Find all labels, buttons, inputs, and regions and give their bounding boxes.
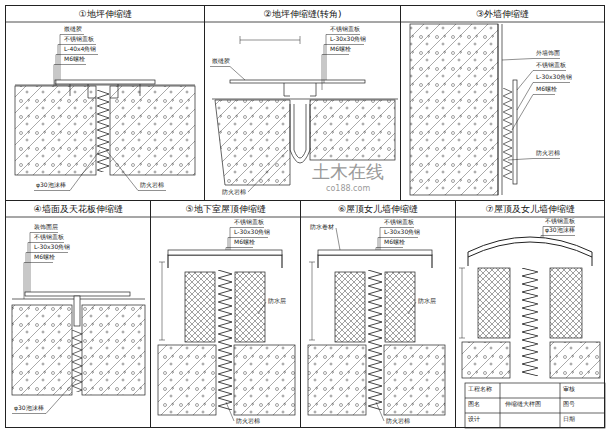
callout-label: 防火岩棉 (536, 150, 560, 157)
detail-panel: ①地坪伸缩缝 (5, 5, 205, 201)
watermark: co188.com (326, 184, 370, 193)
title-block-cell: 设计 (468, 416, 480, 423)
callout-label: 嵌缝胶 (212, 58, 230, 65)
callout-label: M6螺栓 (330, 46, 351, 53)
callout-label: M6螺栓 (234, 239, 255, 246)
title-block-cell: 审核 (563, 386, 575, 393)
callout-label: 装饰面层 (34, 224, 58, 231)
callout-label: 不锈钢盖板 (330, 26, 360, 33)
title-block-cell: 图号 (563, 401, 575, 408)
panel-heading: ⑥屋顶女儿墙伸缩缝 (301, 201, 455, 217)
callout-label: M6螺栓 (64, 56, 85, 63)
ceiling-joint-drawing (12, 233, 145, 414)
detail-panel: ④墙面及天花板伸缩缝 (5, 200, 151, 428)
callout-label: L-40x4角钢 (64, 46, 96, 53)
callout-label: M6螺栓 (384, 239, 405, 246)
callout-label: 嵌缝胶 (64, 26, 82, 33)
callout-label: M6螺栓 (34, 254, 55, 261)
callout-label: 防水层 (268, 298, 286, 305)
callout-label: 不锈钢盖板 (34, 234, 64, 241)
floor-joint-drawing (15, 35, 195, 191)
callout-label: φ30泡沫棒 (36, 182, 66, 189)
callout-label: L-30x30角钢 (234, 229, 270, 236)
title-block-cell: 伸缩缝大样图 (505, 401, 541, 408)
heading-band-lines (5, 22, 605, 217)
callout-label: 防水层 (418, 298, 436, 305)
detail-panel: ⑤地下室屋顶伸缩缝 (150, 200, 301, 428)
callout-label: 不锈钢盖板 (545, 218, 575, 225)
callout-label: φ30泡沫棒 (14, 405, 44, 412)
callout-label: 防火岩棉 (386, 418, 410, 425)
callout-label: 防火岩棉 (140, 182, 164, 189)
corner-joint-drawing (210, 35, 398, 193)
basement-roof-joint-drawing (158, 228, 295, 422)
wall-joint-drawing (410, 24, 570, 195)
callout-label: 防水卷材 (310, 224, 334, 231)
callout-label: L-30x30角钢 (384, 229, 420, 236)
callout-label: 不锈钢盖板 (64, 36, 94, 43)
panel-heading: ③外墙伸缩缝 (401, 6, 604, 22)
callout-label: 不锈钢盖板 (536, 62, 566, 69)
callout-label: L-30x30角钢 (34, 244, 70, 251)
panel-heading: ⑦屋顶及女儿墙伸缩缝 (456, 201, 604, 217)
title-block-cell: 日期 (563, 416, 575, 423)
detail-panel: ③外墙伸缩缝 (400, 5, 605, 201)
parapet-joint-drawing (308, 228, 445, 422)
title-block-cell: 工程名称 (468, 386, 492, 393)
callout-label: φ30泡沫棒 (545, 227, 575, 234)
callout-label: 防火岩棉 (236, 418, 260, 425)
panel-heading: ④墙面及天花板伸缩缝 (6, 201, 150, 217)
roof-parapet-joint-drawing (459, 227, 600, 379)
callout-label: L-30x30角钢 (536, 74, 572, 81)
callout-label: 防火岩棉 (222, 189, 246, 196)
detail-panel: ⑥屋顶女儿墙伸缩缝 (300, 200, 456, 428)
title-block (465, 383, 605, 428)
title-block-cell: 图名 (468, 401, 480, 408)
panel-heading: ①地坪伸缩缝 (6, 6, 204, 22)
callout-label: 不锈钢盖板 (384, 219, 414, 226)
callout-label: 不锈钢盖板 (234, 219, 264, 226)
watermark: 土木在线 (312, 162, 384, 183)
panel-heading: ②地坪伸缩缝(转角) (205, 6, 400, 22)
callout-label: M6螺栓 (536, 86, 557, 93)
callout-label: 外墙饰面 (536, 50, 560, 57)
detail-panel: ⑦屋顶及女儿墙伸缩缝 (455, 200, 605, 428)
callout-label: L-30x30角钢 (330, 36, 366, 43)
panel-heading: ⑤地下室屋顶伸缩缝 (151, 201, 300, 217)
